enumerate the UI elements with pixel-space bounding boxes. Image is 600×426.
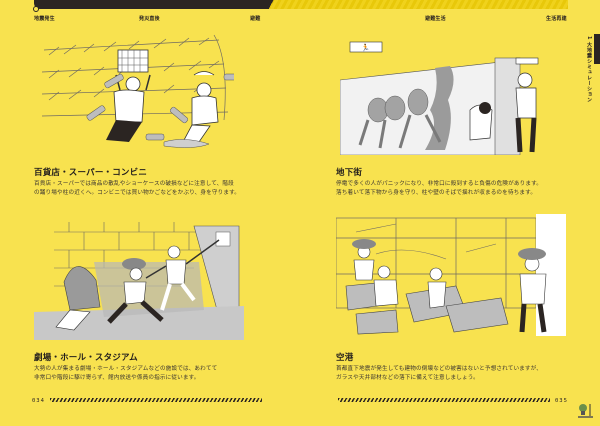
stadium-scene-icon bbox=[34, 222, 244, 340]
page-number-left: 034 bbox=[32, 398, 45, 404]
section-title-underground: 地下街 bbox=[336, 168, 363, 178]
illustration-stadium bbox=[34, 222, 244, 340]
section-body-line: 落ち着いて落下物から身を守り、柱や壁のそばで揺れが収まるのを待ちます。 bbox=[336, 190, 537, 197]
phase-label-evacuation: 避難 bbox=[250, 16, 261, 22]
section-body-line: 停電で多くの人がパニックになり、非常口に殺到すると負傷の危険があります。 bbox=[336, 181, 542, 187]
page-number-right: 035 bbox=[555, 398, 568, 404]
phase-label-rebuilding: 生活再建 bbox=[546, 16, 567, 22]
phase-label-earthquake: 地震発生 bbox=[34, 16, 55, 22]
phase-label-shelter-life: 避難生活 bbox=[425, 16, 446, 22]
section-body-line: 非常口や階段に駆け寄らず、館内放送や係員の指示に従います。 bbox=[34, 375, 200, 382]
section-body-line: 百貨店・スーパーでは商品の散乱やショーケースの破損などに注意して、階段 bbox=[34, 181, 234, 187]
chapter-index-tab[interactable] bbox=[594, 34, 600, 64]
section-body-line: 首都直下地震が発生しても建物の倒壊などの被害はないと予想されていますが、 bbox=[336, 366, 543, 372]
airport-scene-icon bbox=[336, 214, 566, 336]
store-scene-icon bbox=[41, 34, 234, 148]
svg-text:🏃: 🏃 bbox=[361, 43, 370, 52]
footer-stripes-right bbox=[338, 398, 550, 402]
section-body-line: 大勢の人が集まる劇場・ホール・スタジアムなどの施設では、あわてて bbox=[34, 366, 218, 372]
chapter-tab-label: 1 大地震シミュレーション bbox=[586, 36, 592, 103]
section-title-store: 百貨店・スーパー・コンビニ bbox=[34, 168, 148, 178]
illustration-airport bbox=[336, 214, 566, 336]
illustration-underground-mall: 🏃 bbox=[340, 30, 540, 155]
mascot-icon bbox=[578, 404, 593, 418]
section-body-store: 百貨店・スーパーでは商品の散乱やショーケースの破損などに注意して、階段 の踊り場… bbox=[34, 180, 240, 199]
section-title-stadium: 劇場・ホール・スタジアム bbox=[34, 353, 138, 363]
section-body-underground: 停電で多くの人がパニックになり、非常口に殺到すると負傷の危険があります。 落ち着… bbox=[336, 180, 542, 199]
illustration-store bbox=[34, 30, 234, 152]
exit-sign-icon bbox=[349, 41, 383, 53]
progress-start-dot-icon bbox=[33, 6, 39, 12]
section-title-airport: 空港 bbox=[336, 353, 354, 363]
section-body-stadium: 大勢の人が集まる劇場・ホール・スタジアムなどの施設では、あわてて 非常口や階段に… bbox=[34, 365, 217, 384]
section-body-line: の踊り場や柱の近くへ。コンビニでは買い物かごなどをかぶり、身を守ります。 bbox=[34, 190, 240, 197]
section-body-airport: 首都直下地震が発生しても建物の倒壊などの被害はないと予想されていますが、 ガラス… bbox=[336, 365, 542, 384]
phase-label-immediately-after: 発災直後 bbox=[139, 16, 160, 22]
header-stripes-right bbox=[268, 0, 568, 9]
section-body-line: ガラスや天井部材などの落下に備えて注意しましょう。 bbox=[336, 375, 479, 382]
phase-progress-bar bbox=[34, 0, 279, 9]
underground-scene-icon: 🏃 bbox=[340, 41, 539, 155]
footer-stripes-left bbox=[50, 398, 262, 402]
